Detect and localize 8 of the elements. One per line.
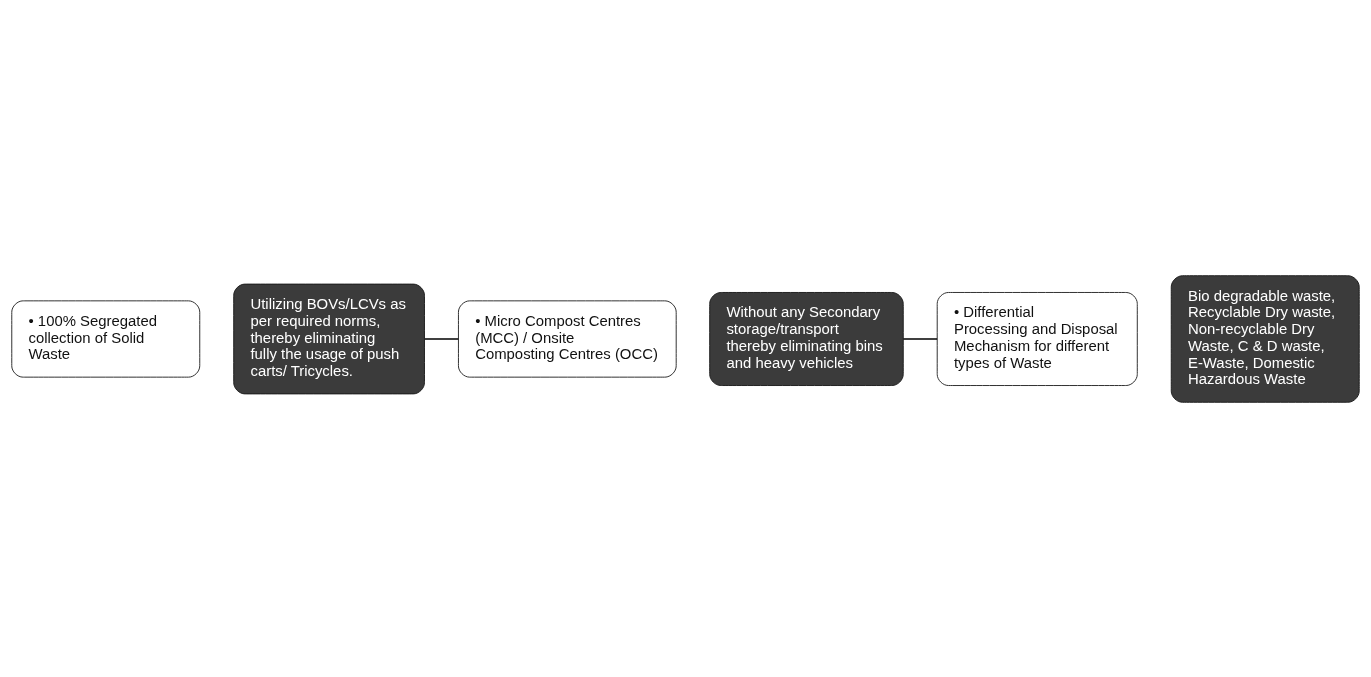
node-box: Utilizing BOVs/LCVs as per required norms, thereby eliminating fully the usage of push carts/ Tricycles. [233,283,425,394]
node-box: • Micro Compost Centres (MCC) / Onsite Composting Centres (OCC) [457,299,677,378]
node-box: • 100% Segregated collection of Solid Waste [11,299,201,378]
node-box: Without any Secondary storage/transport thereby eliminating bins and heavy vehicles [709,291,904,386]
node-box: Bio degradable waste, Recyclable Dry waste, Non-recyclable Dry Waste, C & D waste, E-Waste, Domestic Hazardous Waste [1170,274,1360,403]
node-box: • Differential Processing and Disposal Mechanism for different types of Waste [936,291,1138,386]
connector [902,337,938,340]
connector [424,337,459,340]
